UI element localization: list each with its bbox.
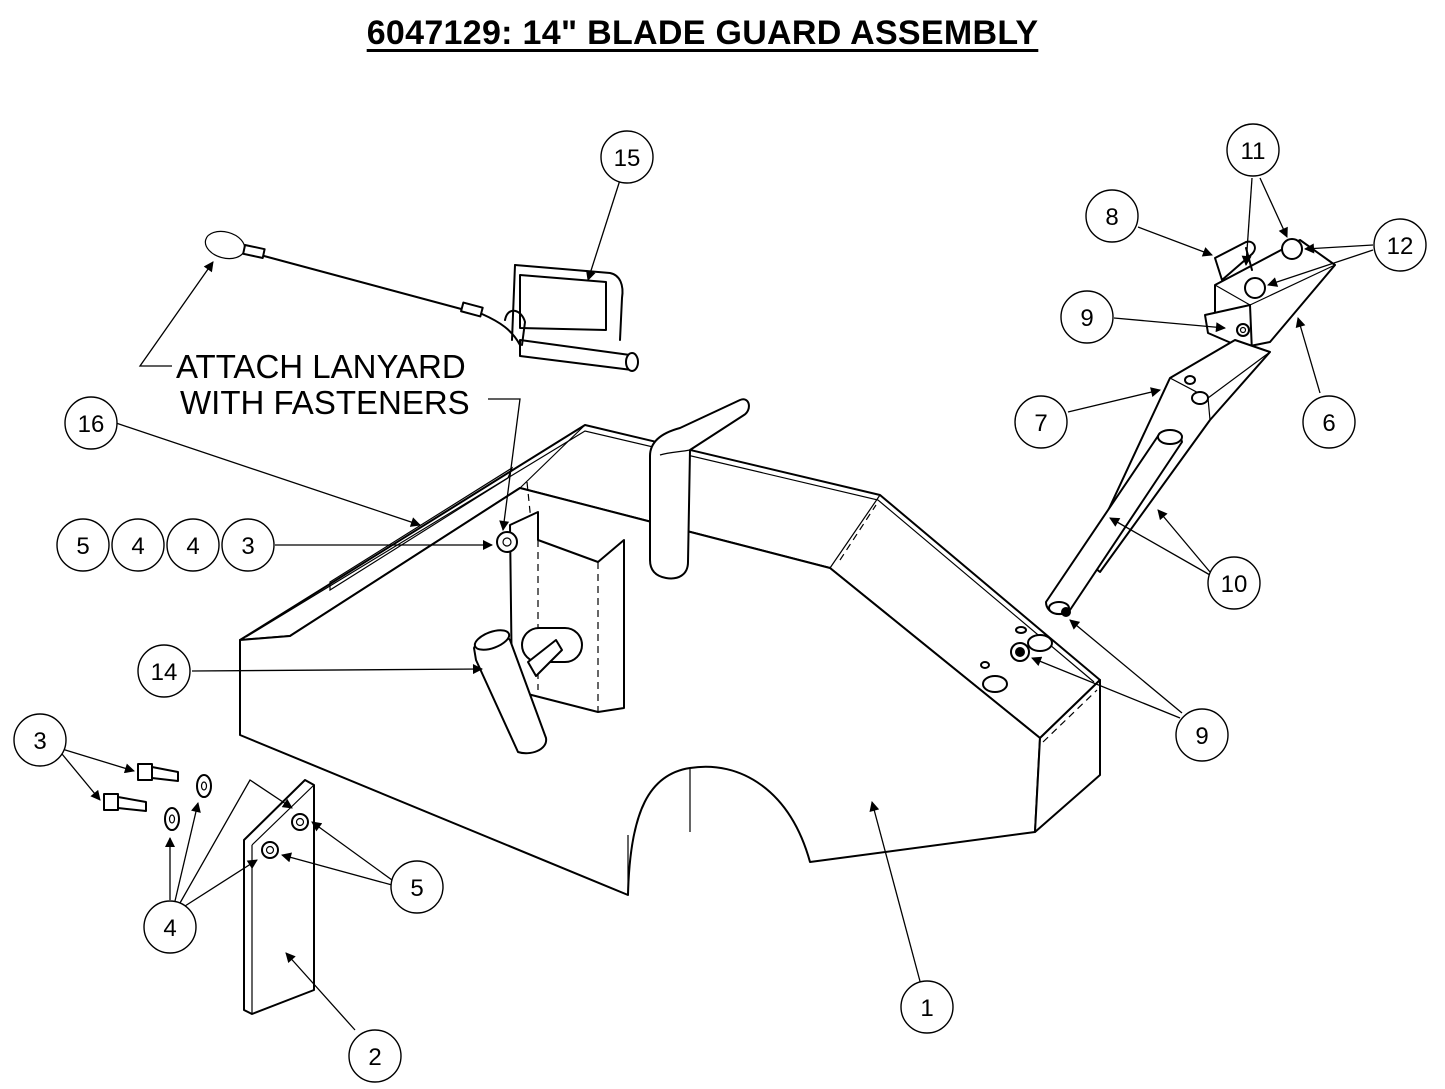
spring-rod: [1045, 429, 1183, 617]
guard-holes: [980, 626, 1053, 693]
callout-15-label: 15: [614, 145, 641, 172]
callout-15: 15: [600, 130, 654, 184]
callout-row-5-4-4-3: 5 4 4 3: [56, 518, 275, 572]
callout-7: 7: [1014, 395, 1068, 449]
callout-14-label: 14: [151, 659, 178, 686]
callout-16-label: 16: [78, 411, 105, 438]
t-knob: [473, 629, 563, 755]
decal-strip: [329, 466, 514, 592]
callout-5-row-label: 5: [76, 533, 89, 560]
callout-3-left: 3: [13, 713, 67, 767]
callout-8-label: 8: [1105, 204, 1118, 231]
callout-10: 10: [1207, 556, 1261, 610]
cap-screws: [1244, 238, 1303, 299]
callout-3-row-label: 3: [241, 533, 254, 560]
callout-11-label: 11: [1241, 138, 1266, 165]
callout-3-left-label: 3: [33, 728, 46, 755]
callout-6-label: 6: [1322, 410, 1335, 437]
callout-12: 12: [1373, 218, 1427, 272]
lanyard-nut: [496, 531, 518, 553]
callout-2-label: 2: [368, 1044, 381, 1071]
callout-9-bottom-label: 9: [1195, 723, 1208, 750]
callout-14: 14: [137, 644, 191, 698]
drawing-title: 6047129: 14" BLADE GUARD ASSEMBLY: [366, 14, 1039, 52]
callout-4-left: 4: [143, 900, 197, 954]
callout-16: 16: [64, 396, 118, 450]
callout-9-bottom: 9: [1175, 708, 1229, 762]
cap-screw-upper: [137, 763, 179, 782]
side-plate: [243, 779, 315, 1015]
callout-5-left: 5: [390, 860, 444, 914]
callout-7-label: 7: [1034, 410, 1047, 437]
lynch-pin: [504, 264, 639, 372]
callout-6: 6: [1302, 395, 1356, 449]
callout-5-left-label: 5: [410, 875, 423, 902]
callout-9-top: 9: [1060, 290, 1114, 344]
callout-8: 8: [1085, 189, 1139, 243]
callout-4-row-b-label: 4: [186, 533, 199, 560]
leader-lines: [61, 177, 1374, 1031]
guard-handle: [649, 398, 750, 580]
callout-1: 1: [900, 980, 954, 1034]
callout-1-label: 1: [920, 995, 933, 1022]
callout-12-label: 12: [1387, 233, 1414, 260]
lanyard-note-line1: ATTACH LANYARD: [176, 348, 466, 385]
callout-9-top-label: 9: [1080, 305, 1093, 332]
callout-4-row-a-label: 4: [131, 533, 144, 560]
lanyard: [204, 230, 521, 346]
flat-washers: [164, 774, 212, 831]
callout-4-left-label: 4: [163, 915, 176, 942]
lanyard-note-line2: WITH FASTENERS: [180, 384, 470, 421]
callout-2: 2: [348, 1029, 402, 1083]
callout-10-label: 10: [1221, 571, 1248, 598]
cap-screw-lower: [103, 793, 147, 812]
callout-11: 11: [1226, 123, 1280, 177]
